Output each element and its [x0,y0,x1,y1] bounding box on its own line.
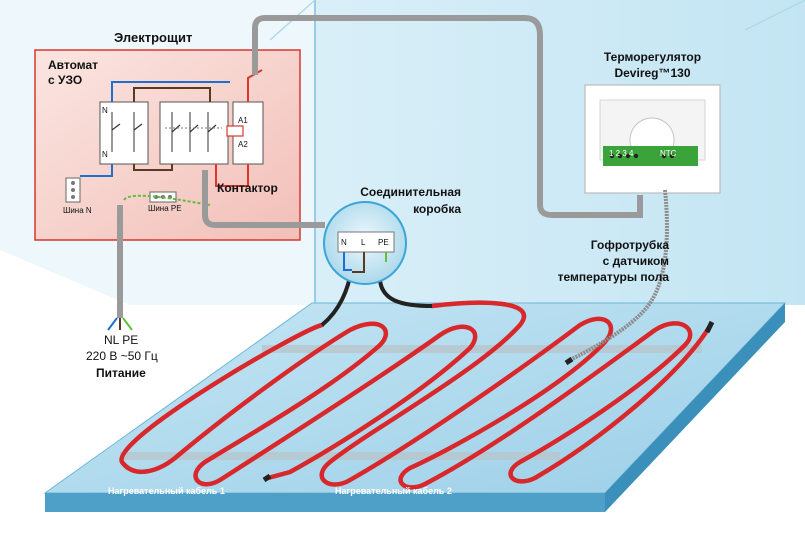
coil-terminal-a1: A1 [238,116,248,125]
panel-title: Электрощит [114,30,193,45]
power-feed [107,205,133,331]
heating-cable-2 [319,300,713,490]
control-cable [252,15,643,218]
cold-lead-2 [378,279,433,308]
bus-pe-label: Шина PE [148,204,182,213]
cable-1-label: Нагревательный кабель 1 [108,486,225,496]
sensor-label: Гофротрубка с датчиком температуры пола [557,238,669,284]
junction-terminal-pe: PE [378,238,389,247]
heating-cable-1 [119,321,478,487]
contactor-body [159,101,229,165]
thermostat-terminals: 1 2 3 4 [609,149,634,158]
cable-2-label: Нагревательный кабель 2 [335,486,452,496]
electrical-panel [34,49,301,241]
sensor-tube [569,189,669,362]
junction-terminal-l: L [361,238,366,247]
thermostat-label: Терморегулятор [603,50,702,64]
cable-end-cap [704,320,715,334]
coil-terminal-a2: A2 [238,140,248,149]
sensor-tip [564,356,574,366]
breaker-terminal-top: N [102,106,108,115]
breaker-rcbo [99,101,149,165]
breaker-terminal-bottom: N [102,150,108,159]
contactor-label: Контактор [217,181,278,195]
power-voltage: 220 В ~50 Гц [86,349,158,363]
junction-box [323,201,407,285]
junction-feed [202,170,325,228]
breaker-label: Автомат с УЗО [48,58,99,87]
thermostat-model: Devireg™130 [614,66,691,80]
cable-end-cap [262,473,272,483]
power-label: Питание [96,366,146,380]
bus-n-label: Шина N [63,206,92,215]
thermostat-ntc-terminal: NTC [660,149,677,158]
thermostat-device [584,84,721,194]
junction-box-label: Соединительная коробка [360,185,461,216]
power-conductors: NL PE [104,333,139,347]
junction-terminal-n: N [341,238,347,247]
